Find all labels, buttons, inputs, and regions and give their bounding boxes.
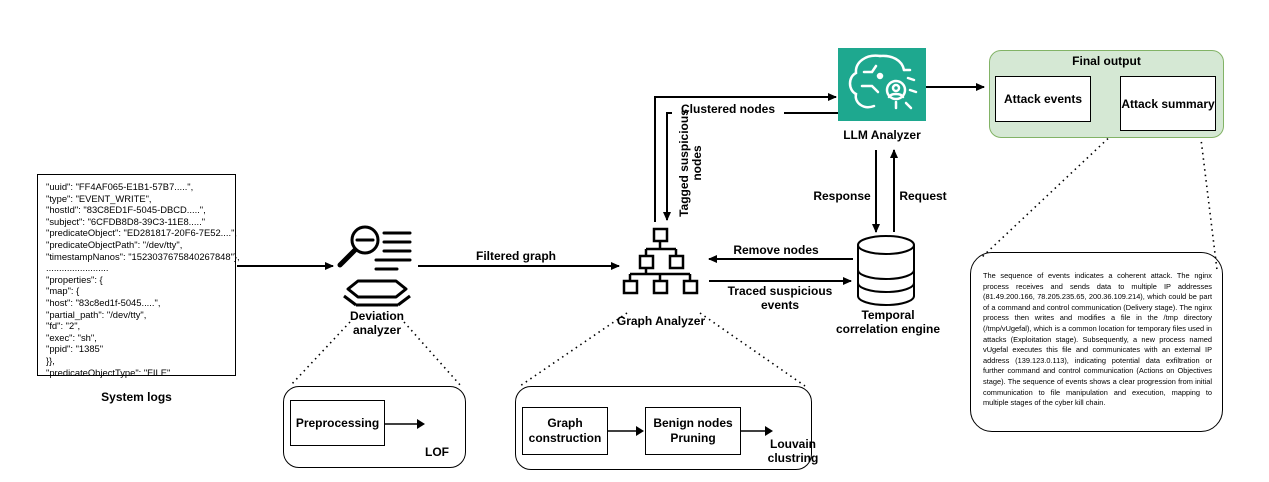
log-line: "hostId": "83C8ED1F-5045-DBCD.....", <box>46 204 206 216</box>
log-line: "fd": "2", <box>46 320 81 332</box>
log-line: "timestampNanos": "1523037675840267848"}… <box>46 250 240 262</box>
attack-summary-text: The sequence of events indicates a coher… <box>970 252 1223 432</box>
lof-label: LOF <box>425 445 449 459</box>
arrow-preprocessing-to-lof <box>385 419 425 429</box>
log-line: }}, <box>46 354 55 366</box>
benign-pruning-box: Benign nodes Pruning <box>645 407 741 455</box>
temporal-engine-label: Temporal correlation engine <box>835 308 941 336</box>
filtered-graph-label: Filtered graph <box>475 249 556 263</box>
tagged-nodes-label: Tagged suspicious nodes <box>677 109 704 217</box>
layers-icon <box>343 279 411 307</box>
arrow-construction-to-pruning <box>608 426 644 436</box>
system-logs-box: "uuid": "FF4AF065-E1B1-57B7.....","type"… <box>37 174 240 378</box>
llm-brain-icon <box>838 48 926 121</box>
log-line: "type": "EVENT_WRITE", <box>46 192 152 204</box>
louvain-label: Louvain clustring <box>767 437 819 465</box>
log-line: "subject": "6CFDB8D8-39C3-11E8....." <box>46 215 206 227</box>
traced-events-label: Traced suspicious events <box>727 284 833 312</box>
preprocessing-box: Preprocessing <box>290 400 385 446</box>
attack-summary-box: Attack summary <box>1120 76 1216 131</box>
request-label: Request <box>899 189 947 203</box>
log-line: "uuid": "FF4AF065-E1B1-57B7.....", <box>46 181 194 192</box>
log-line: "exec": "sh", <box>46 331 97 343</box>
deviation-analyzer-label: Deviation analyzer <box>349 309 404 337</box>
attack-events-box: Attack events <box>995 76 1091 122</box>
final-output-title: Final output <box>1072 54 1141 68</box>
log-line: "predicateObjectType": "FILE" <box>46 366 171 378</box>
log-line: ........................ <box>46 262 109 274</box>
magnifier-icon <box>337 225 412 271</box>
log-line: "predicateObject": "ED281817-20F6-7E52..… <box>46 227 238 239</box>
zoom-lines <box>289 130 1218 387</box>
log-line: "predicateObjectPath": "/dev/tty", <box>46 238 183 250</box>
arrow-clustered-nodes <box>654 93 837 222</box>
database-icon <box>857 235 915 306</box>
log-line: "map": { <box>46 285 80 297</box>
log-line: "host": "83c8ed1f-5045.....", <box>46 296 161 308</box>
graph-construction-box: Graph construction <box>522 407 608 455</box>
remove-nodes-label: Remove nodes <box>733 243 819 257</box>
log-line: "properties": { <box>46 273 103 285</box>
arrow-pruning-to-louvain <box>741 426 773 436</box>
llm-analyzer-label: LLM Analyzer <box>843 128 921 142</box>
system-logs-caption: System logs <box>101 390 172 404</box>
clustered-nodes-label: Clustered nodes <box>672 102 784 116</box>
log-line: "partial_path": "/dev/tty", <box>46 308 147 320</box>
response-label: Response <box>813 189 871 203</box>
graph-analyzer-label: Graph Analyzer <box>616 314 706 328</box>
hierarchy-icon <box>622 227 699 295</box>
log-line: "ppid": "1385" <box>46 343 104 355</box>
